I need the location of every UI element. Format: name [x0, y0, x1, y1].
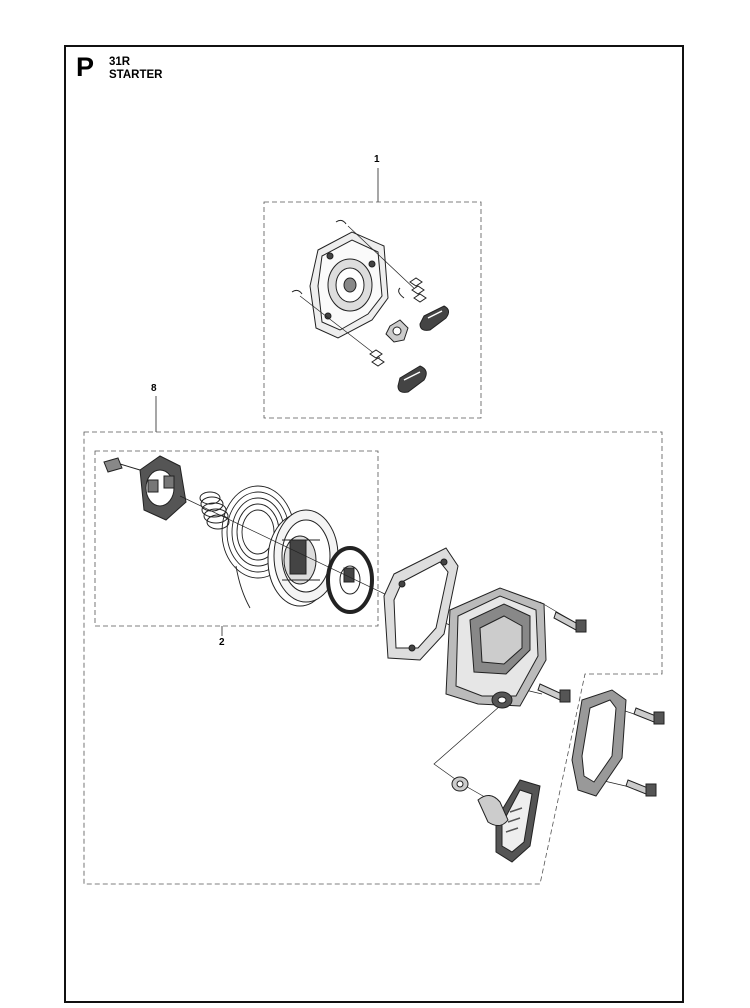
- group-box-1: [263, 201, 482, 419]
- pawl-spring-top: [409, 277, 427, 303]
- bracket-screw-top: [633, 707, 657, 723]
- starter-housing: [445, 587, 547, 709]
- screw-small: [103, 457, 123, 473]
- starter-handle: [477, 779, 541, 863]
- pawl-plate-assembly: [291, 219, 450, 393]
- pawl-top: [419, 305, 450, 331]
- pawl-spring-bottom: [369, 349, 385, 367]
- model-label: 31R: [109, 56, 131, 68]
- washer-ring: [326, 546, 374, 614]
- header-block: 31R STARTER: [109, 56, 162, 82]
- circlip-left: [291, 289, 303, 295]
- gasket: [383, 547, 459, 661]
- housing-screw-top: [553, 611, 579, 631]
- housing-screw-bottom: [537, 683, 563, 701]
- mounting-bracket: [571, 689, 627, 797]
- coil-spring: [199, 491, 230, 530]
- callout-1: 1: [374, 154, 380, 165]
- section-letter: P: [76, 52, 95, 82]
- housing-screws: [537, 611, 587, 703]
- bracket-screw-bottom: [625, 779, 649, 795]
- group-box-8: [83, 431, 663, 885]
- pawl-bottom: [397, 365, 427, 393]
- page-frame: [64, 45, 684, 1003]
- bracket-screws: [625, 707, 665, 797]
- callout-2: 2: [219, 637, 225, 648]
- handle-bushing: [451, 776, 469, 792]
- circlip-top: [335, 219, 347, 225]
- handle-insert: [477, 795, 509, 826]
- page-title: STARTER: [109, 69, 163, 81]
- callout-8: 8: [151, 383, 157, 394]
- group-box-2: [94, 450, 379, 627]
- pulley-assembly: [103, 455, 374, 614]
